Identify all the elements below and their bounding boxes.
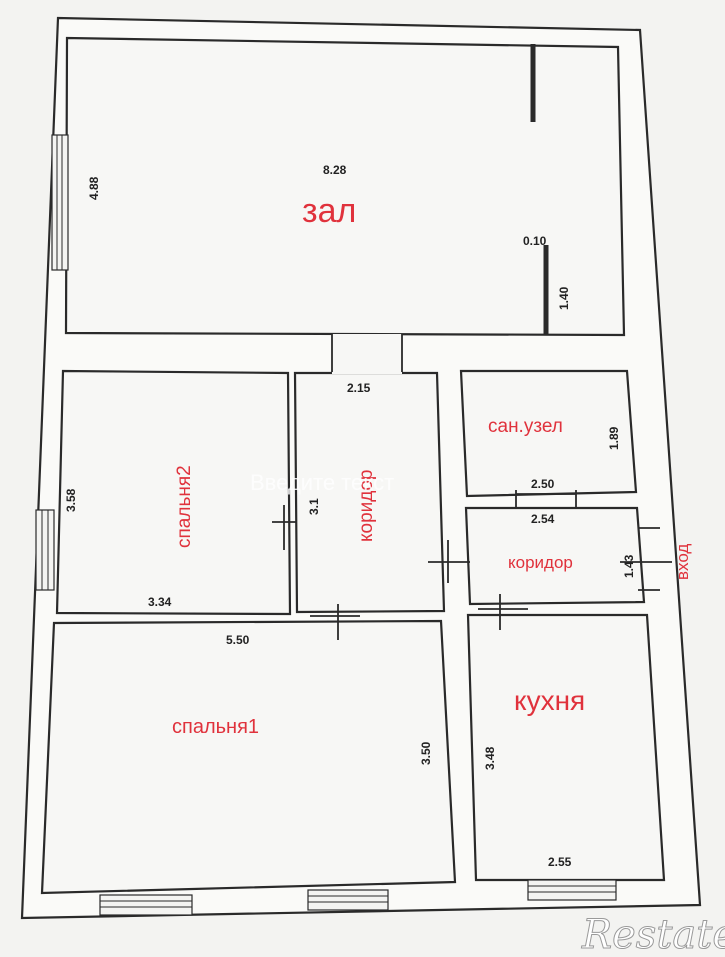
label-vhod: вход [673, 544, 692, 580]
door-zal-corridor [332, 334, 402, 374]
room-spalnya2 [55, 369, 292, 616]
dim-zal-height: 4.88 [87, 176, 101, 200]
room-zal [64, 36, 626, 337]
room-koridor-small [464, 506, 646, 606]
dim-wall-thickness: 0.10 [523, 234, 547, 248]
watermark-text: Введите текст [250, 470, 394, 495]
dim-kuhnya-width: 2.55 [548, 855, 572, 869]
door-spalnya1 [310, 604, 360, 640]
room-kuhnya [466, 613, 666, 882]
door-san-uzel [515, 490, 577, 508]
window-kuhnya [527, 879, 617, 901]
dim-partition-length: 1.40 [557, 286, 571, 310]
label-koridor-vertical: коридор [356, 470, 377, 543]
dim-kuhnya-height: 3.48 [483, 746, 497, 770]
dim-san-uzel-height: 1.89 [607, 426, 621, 450]
door-koridor-small [428, 540, 470, 583]
dim-koridor-height: 3.1 [307, 498, 321, 515]
door-vhod [620, 527, 672, 591]
label-koridor-small: коридор [508, 553, 573, 572]
window-spalnya1-right [307, 889, 389, 911]
label-spalnya2: спальня2 [174, 465, 195, 548]
label-kuhnya: кухня [514, 685, 585, 716]
window-spalnya2 [35, 509, 55, 591]
dim-zal-width: 8.28 [323, 163, 347, 177]
room-san-uzel [459, 369, 638, 498]
dim-koridor-small-height: 1.43 [622, 554, 636, 578]
dim-spalnya1-width: 5.50 [226, 633, 250, 647]
dim-spalnya2-height: 3.58 [64, 488, 78, 512]
room-spalnya1 [40, 619, 457, 895]
dim-san-uzel-width: 2.50 [531, 477, 555, 491]
dim-spalnya2-width: 3.34 [148, 595, 172, 609]
window-zal [51, 134, 69, 271]
door-spalnya2 [272, 505, 296, 550]
label-zal: зал [302, 192, 356, 230]
door-kuhnya [478, 594, 528, 630]
dim-koridor-small-width: 2.54 [531, 512, 555, 526]
label-san-uzel: сан.узел [488, 416, 563, 437]
dim-koridor-width: 2.15 [347, 381, 371, 395]
dim-spalnya1-height: 3.50 [419, 741, 433, 765]
label-spalnya1: спальня1 [172, 716, 259, 738]
brand-logo: Restate [581, 912, 725, 957]
window-spalnya1 [99, 894, 193, 916]
